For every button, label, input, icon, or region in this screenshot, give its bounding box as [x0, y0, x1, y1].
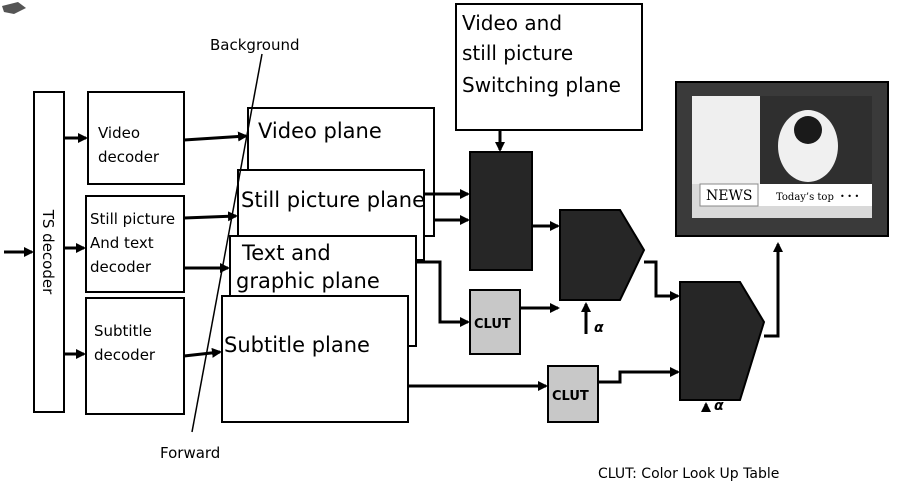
still-plane-label: Still picture plane — [241, 188, 425, 212]
arrow-text-plane-clut — [416, 262, 468, 322]
mixer-2 — [680, 282, 764, 400]
background-label: Background — [210, 36, 300, 54]
alpha-label-2: α — [714, 398, 724, 414]
mixer-1 — [560, 210, 644, 300]
clut-label-1: CLUT — [474, 317, 511, 332]
forward-label: Forward — [160, 444, 220, 462]
video-decoder-line1: Video — [98, 124, 140, 142]
switching-plane-line1: Video and — [462, 11, 562, 35]
arrow-still-dec-plane — [184, 216, 236, 218]
switch-block — [470, 152, 532, 270]
video-decoder-line2: decoder — [98, 148, 160, 166]
text-graphic-plane-line1: Text and — [241, 241, 331, 265]
subtitle-decoder-line1: Subtitle — [94, 322, 152, 340]
tv-news-label: NEWS — [706, 188, 752, 204]
tv-ticker-dots: • • • — [840, 192, 859, 201]
arrow-video-dec-plane — [184, 136, 246, 140]
subtitle-decoder-line2: decoder — [94, 346, 156, 364]
arrow-mixer2-tv — [764, 244, 778, 336]
clut-label-2: CLUT — [552, 389, 589, 404]
tv-ticker-label: Today’s top — [776, 192, 834, 203]
switching-plane-line2: still picture — [462, 41, 573, 65]
video-plane-label: Video plane — [258, 119, 382, 143]
text-graphic-plane-line2: graphic plane — [236, 269, 380, 293]
subtitle-plane-box — [222, 296, 408, 422]
alpha-label-1: α — [594, 320, 604, 336]
arrow-subtitle-dec-plane — [184, 352, 220, 356]
subtitle-plane-label: Subtitle plane — [224, 333, 370, 357]
clut-legend: CLUT: Color Look Up Table — [598, 466, 779, 482]
arrow-mixer1-mixer2 — [644, 262, 678, 296]
still-text-decoder-line2: And text — [90, 234, 154, 252]
still-text-decoder-line3: decoder — [90, 258, 152, 276]
corner-mark — [2, 2, 26, 14]
still-text-decoder-line1: Still picture — [90, 210, 175, 228]
arrow-clut2-mixer2 — [598, 372, 678, 382]
switching-plane-line3: Switching plane — [462, 73, 621, 97]
tv-image — [676, 82, 888, 236]
ts-decoder-label: TS decoder — [39, 209, 57, 295]
